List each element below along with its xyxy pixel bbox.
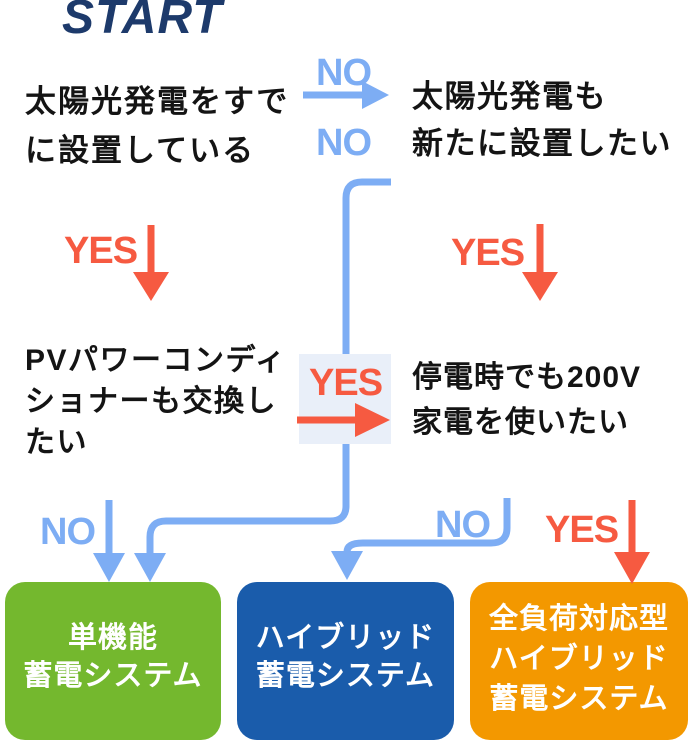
edge-label-q2-yes: YES bbox=[451, 232, 525, 274]
arrowhead-down-q3-no bbox=[93, 553, 125, 582]
result-hybrid-storage: ハイブリッド 蓄電システム bbox=[237, 582, 454, 740]
result-single-function-storage: 単機能 蓄電システム bbox=[5, 582, 221, 740]
node-q1-solar-already-installed: 太陽光発電をすで に設置している bbox=[8, 23, 303, 222]
arrowhead-down-q2-yes bbox=[522, 272, 558, 301]
text-line: 太陽光発電をすで bbox=[25, 84, 290, 119]
node-q2-install-new-solar: 太陽光発電も 新たに設置したい bbox=[390, 25, 685, 222]
text-line: たい bbox=[25, 426, 88, 459]
text-line: 新たに設置したい bbox=[412, 126, 672, 161]
result-full-load-hybrid-storage: 全負荷対応型 ハイブリッド 蓄電システム bbox=[470, 582, 688, 740]
start-label: START bbox=[62, 0, 223, 44]
text-line: 蓄電システム bbox=[23, 660, 203, 692]
edge-label-q4-yes: YES bbox=[545, 509, 619, 551]
edge-label-q1-no: NO bbox=[316, 52, 372, 94]
edge-label-q1-yes: YES bbox=[64, 230, 138, 272]
edge-label-q2-no: NO bbox=[316, 122, 372, 164]
node-q3-replace-pv-conditioner: PVパワーコンディ ショナーも交換し たい bbox=[8, 302, 302, 500]
text-line: 単機能 bbox=[67, 622, 158, 654]
text-line: に設置している bbox=[25, 133, 256, 168]
text-line: 太陽光発電も bbox=[412, 79, 607, 114]
text-line: 蓄電システム bbox=[255, 660, 436, 692]
arrowhead-down-q4-no bbox=[331, 551, 363, 580]
text-line: 全負荷対応型 bbox=[488, 603, 669, 635]
node-q3-text: PVパワーコンディ ショナーも交換し たい bbox=[25, 340, 286, 463]
result-full-hybrid-text: 全負荷対応型 ハイブリッド 蓄電システム bbox=[470, 599, 688, 719]
text-line: ハイブリッド bbox=[255, 622, 436, 654]
text-line: PVパワーコンディ bbox=[25, 344, 287, 377]
text-line: 家電を使いたい bbox=[412, 406, 629, 439]
node-q2-text: 太陽光発電も 新たに設置したい bbox=[412, 73, 672, 167]
text-line: 蓄電システム bbox=[489, 683, 669, 715]
arrowhead-down-q2-no bbox=[134, 553, 166, 582]
node-q4-text: 停電時でも200V 家電を使いたい bbox=[412, 355, 641, 445]
edge-label-q3-no: NO bbox=[40, 511, 96, 553]
text-line: 停電時でも200V bbox=[412, 361, 642, 394]
node-q4-use-200v-during-outage: 停電時でも200V 家電を使いたい bbox=[390, 303, 685, 499]
edge-label-q3-yes: YES bbox=[309, 362, 383, 404]
node-q1-text: 太陽光発電をすで に設置している bbox=[25, 77, 289, 175]
edge-label-q4-no: NO bbox=[435, 504, 491, 546]
text-line: ハイブリッド bbox=[489, 643, 669, 675]
result-hybrid-text: ハイブリッド 蓄電システム bbox=[237, 619, 454, 695]
text-line: ショナーも交換し bbox=[25, 385, 277, 418]
arrowhead-down-q1-yes bbox=[133, 272, 169, 301]
arrowhead-down-q4-yes bbox=[614, 552, 650, 584]
result-single-text: 単機能 蓄電システム bbox=[5, 619, 221, 695]
